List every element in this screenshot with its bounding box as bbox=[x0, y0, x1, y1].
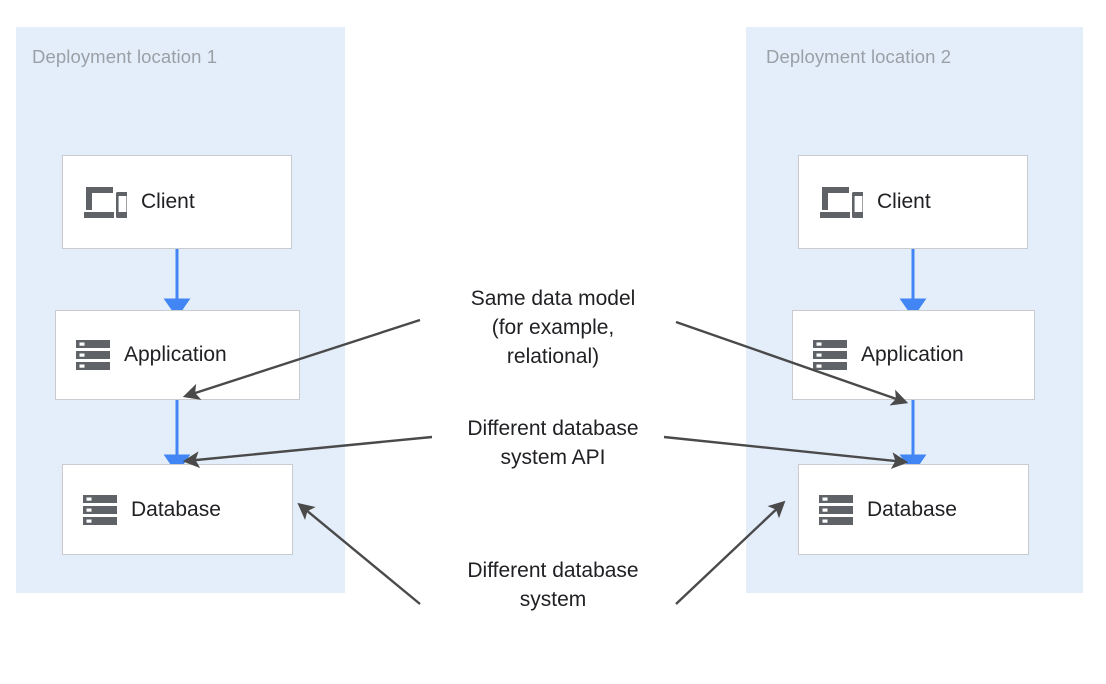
annotation-same-data-model: Same data model (for example, relational… bbox=[470, 287, 636, 368]
node-label-database-2: Database bbox=[867, 497, 957, 521]
annotation-different-database-system: Different database system bbox=[467, 559, 639, 611]
node-database-1[interactable]: Database bbox=[62, 464, 293, 555]
node-label-database-1: Database bbox=[131, 497, 221, 521]
zone-title-1: Deployment location 1 bbox=[32, 46, 218, 67]
node-label-application-1: Application bbox=[124, 343, 227, 366]
zone-title-2: Deployment location 2 bbox=[766, 46, 952, 67]
node-label-application-2: Application bbox=[861, 343, 964, 366]
node-label-client-1: Client bbox=[141, 190, 195, 213]
node-label-client-2: Client bbox=[877, 190, 931, 213]
devices-icon bbox=[83, 185, 127, 219]
node-application-2[interactable]: Application bbox=[792, 310, 1035, 400]
devices-icon bbox=[819, 185, 863, 219]
annotation-different-database-system-api: Different database system API bbox=[467, 417, 639, 469]
node-database-2[interactable]: Database bbox=[798, 464, 1029, 555]
server-icon bbox=[819, 493, 853, 527]
server-icon bbox=[813, 338, 847, 372]
server-icon bbox=[76, 338, 110, 372]
node-application-1[interactable]: Application bbox=[55, 310, 300, 400]
node-client-1[interactable]: Client bbox=[62, 155, 292, 249]
node-client-2[interactable]: Client bbox=[798, 155, 1028, 249]
server-icon bbox=[83, 493, 117, 527]
